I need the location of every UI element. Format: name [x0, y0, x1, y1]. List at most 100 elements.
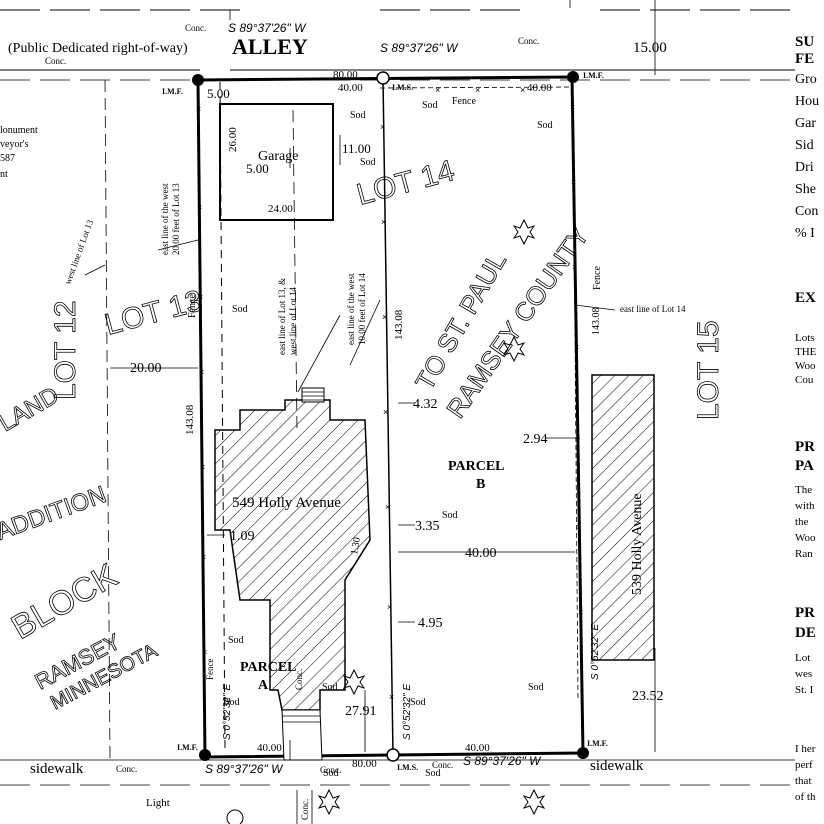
monument-note-4: nt	[0, 169, 8, 180]
dim-432: 4.32	[413, 397, 438, 412]
svg-text:×: ×	[435, 85, 440, 95]
legend-pct: % I	[795, 226, 815, 241]
garage-width: 24.00	[268, 203, 293, 215]
sidewalk-left: sidewalk	[30, 761, 84, 777]
svg-text:×: ×	[200, 462, 205, 472]
leader-east-west10-b: 10.00 feet of Lot 14	[357, 273, 367, 345]
legend-dri: Dri	[795, 160, 814, 175]
house-549-porch	[281, 709, 323, 761]
conc-sidewalk-1: Conc.	[116, 764, 137, 774]
dim-109: 1.09	[230, 529, 255, 544]
bearing-right: S 0°52'32" E	[590, 624, 601, 680]
svg-text:×: ×	[570, 102, 575, 112]
fence-label-right: Fence	[592, 266, 603, 290]
legend-the2: The	[795, 484, 813, 496]
svg-text:×: ×	[576, 522, 581, 532]
garage-label: Garage	[258, 149, 298, 164]
svg-text:×: ×	[196, 104, 201, 114]
svg-text:×: ×	[574, 342, 579, 352]
dim-bottom-40: 40.00	[257, 742, 282, 754]
legend-sid: Sid	[795, 138, 814, 153]
svg-text:×: ×	[202, 647, 207, 657]
alley-conc-2: Conc.	[45, 56, 66, 66]
sod-9: Sod	[322, 682, 338, 693]
alley-public-label: (Public Dedicated right-of-way)	[8, 41, 188, 56]
sidewalk-right: sidewalk	[590, 758, 644, 774]
sod-3: Sod	[422, 100, 438, 111]
svg-text:×: ×	[575, 432, 580, 442]
legend-woo: Woo	[795, 360, 816, 372]
dim-495: 4.95	[418, 616, 443, 631]
legend-fe: FE	[795, 51, 815, 67]
lot-15: LOT 15	[692, 320, 725, 420]
dim-bottom-40b: 40.00	[465, 742, 490, 754]
dim-20: 20.00	[130, 361, 162, 376]
conc-walk: Conc.	[294, 669, 304, 690]
house-549-label: 549 Holly Avenue	[232, 495, 341, 511]
legend-con: Con	[795, 204, 819, 219]
sod-8: Sod	[224, 697, 240, 708]
bottom-bearing-1: S 89°37'26" W	[205, 762, 284, 776]
legend-pa: PA	[795, 458, 814, 474]
svg-text:×: ×	[572, 262, 577, 272]
svg-text:×: ×	[380, 122, 385, 132]
legend-pr1: PR	[795, 439, 815, 455]
dim-2352: 23.52	[632, 689, 664, 704]
dimension-lines	[84, 135, 656, 752]
house-549-footprint	[214, 399, 371, 711]
sod-6: Sod	[442, 510, 458, 521]
monument-note-1: lonument	[0, 125, 38, 136]
parcel-a-title: PARCEL	[240, 660, 297, 675]
lot-depth-right: 143.08	[591, 308, 602, 336]
legend-ofth: of th	[795, 791, 816, 803]
legend-lot: Lot	[795, 652, 811, 664]
imf-label-3: I.M.F.	[177, 743, 198, 752]
light-label: Light	[146, 797, 170, 809]
monuments	[192, 71, 589, 824]
dim-top-40: 40.00	[338, 82, 363, 94]
legend-stl: St. I	[795, 684, 814, 696]
alley-lines	[0, 0, 795, 81]
svg-text:×: ×	[199, 367, 204, 377]
leader-east-line-14: east line of Lot 14	[620, 304, 686, 314]
garage-depth: 26.00	[227, 127, 239, 152]
garage-setback: 5.00	[246, 161, 269, 176]
svg-text:×: ×	[387, 602, 392, 612]
legend-gro: Gro	[795, 72, 817, 87]
legend-wit: with	[795, 500, 815, 512]
house-549-porch-lines	[282, 715, 320, 723]
bearing-mid: S 0°52'32" E	[402, 684, 413, 740]
dim-bottom-80: 80.00	[352, 758, 377, 770]
parcel-b-title: PARCEL	[448, 459, 505, 474]
legend-su: SU	[795, 34, 815, 50]
legend-that: that	[795, 775, 812, 787]
dim-top-80: 80.00	[333, 69, 358, 81]
lot-12: LOT 12	[49, 300, 82, 400]
lot-depth-mid: 143.08	[393, 309, 405, 340]
imf-label-1: I.M.F.	[162, 87, 183, 96]
fence-label-bottom: Fence	[205, 659, 215, 681]
sod-11: Sod	[528, 682, 544, 693]
house-539-footprint	[591, 374, 655, 661]
alley-conc-3: Conc.	[518, 36, 539, 46]
leader-east13-west14-a: east line of Lot 13, &	[277, 278, 287, 355]
tree-symbols	[317, 218, 546, 816]
ims-label-1: I.M.S.	[392, 83, 413, 92]
lot-13: LOT 13	[101, 284, 206, 342]
sod-13: Sod	[323, 768, 339, 779]
fence-label-top: Fence	[452, 96, 476, 107]
alley-bearing-2: S 89°37'26" W	[380, 41, 459, 55]
sod-5: Sod	[232, 304, 248, 315]
plat-land: LAND	[0, 382, 63, 437]
legend-panel: SU FE Gro Hou Gar Sid Dri She Con % I EX…	[795, 0, 824, 824]
svg-text:×: ×	[520, 85, 525, 95]
house-549-step	[301, 387, 325, 403]
svg-text:×: ×	[578, 607, 583, 617]
monument-note-2: veyor's	[0, 139, 29, 150]
legend-the3: the	[795, 516, 809, 528]
leader-east-west10-a: east line of the west	[346, 273, 356, 345]
legend-wes: wes	[795, 668, 813, 680]
alley-conc-1: Conc.	[185, 23, 206, 33]
svg-text:×: ×	[381, 217, 386, 227]
